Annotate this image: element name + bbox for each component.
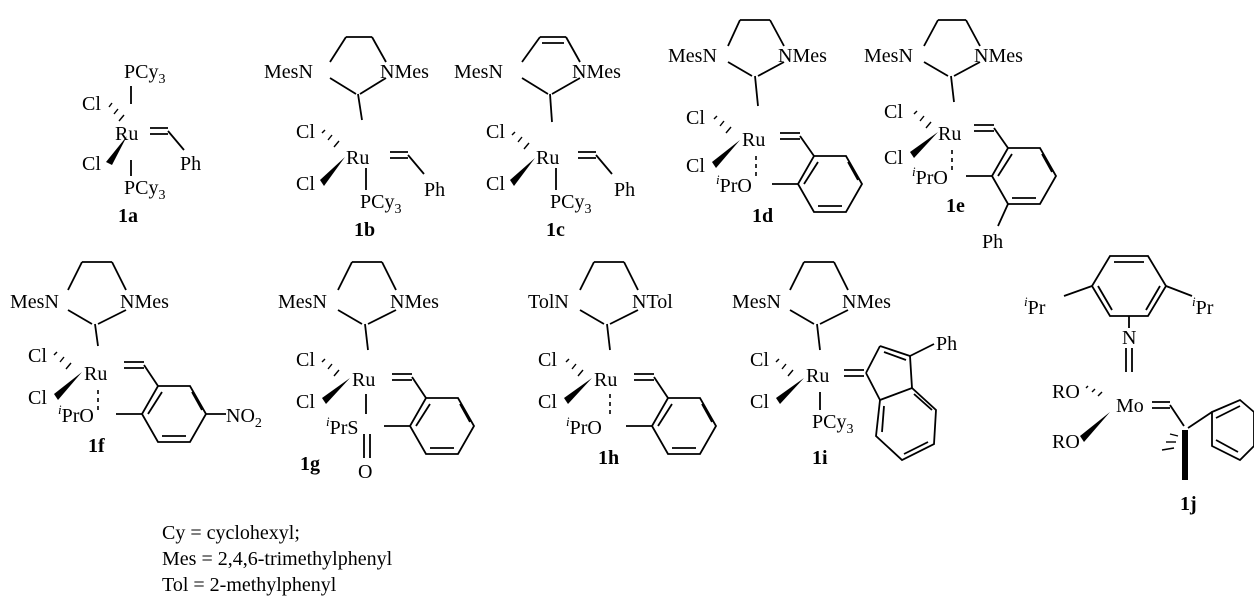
atom-ph: Ph (424, 179, 445, 201)
compound-1i: MesN NMes Cl Ru Cl PCy3 Ph 1i (732, 261, 957, 469)
atom-ipro: iPrO (58, 402, 94, 427)
atom-nmes: NMes (120, 291, 169, 313)
atom-ipr-left: iPr (1024, 294, 1046, 319)
compound-1a: PCy3 Cl Ru Cl PCy3 Ph 1a (82, 61, 201, 227)
atom-ipro: iPrO (912, 164, 948, 189)
label-1c: 1c (546, 219, 565, 241)
atom-cl: Cl (296, 121, 315, 143)
atom-cl: Cl (750, 391, 769, 413)
compound-1e: MesN NMes Cl Ru Cl iPrO 1e Ph (864, 19, 1058, 253)
atom-cl: Cl (686, 155, 705, 177)
atom-cl: Cl (296, 349, 315, 371)
atom-cl: Cl (538, 349, 557, 371)
atom-toln: TolN (528, 291, 569, 313)
atom-ph: Ph (982, 231, 1003, 253)
atom-cl: Cl (28, 345, 47, 367)
atom-cl: Cl (82, 93, 101, 115)
legend-cy: Cy = cyclohexyl; (162, 522, 300, 544)
label-1j: 1j (1180, 493, 1197, 515)
atom-ipro: iPrO (566, 414, 602, 439)
label-1d: 1d (752, 205, 773, 227)
label-1b: 1b (354, 219, 375, 241)
label-1e: 1e (946, 195, 965, 217)
atom-pcy3: PCy3 (360, 191, 401, 217)
atom-ipro: iPrO (716, 172, 752, 197)
atom-mesn: MesN (264, 61, 313, 83)
abbreviation-legend: Cy = cyclohexyl; Mes = 2,4,6-trimethylph… (162, 520, 392, 598)
atom-mesn: MesN (732, 291, 781, 313)
atom-ru: Ru (115, 123, 138, 145)
atom-nmes: NMes (778, 45, 827, 67)
atom-mesn: MesN (278, 291, 327, 313)
atom-o: O (358, 461, 372, 483)
atom-mesn: MesN (864, 45, 913, 67)
atom-ph: Ph (180, 153, 201, 175)
atom-cl: Cl (750, 349, 769, 371)
compound-1g: MesN NMes Cl Ru Cl iPrS O 1g (278, 261, 476, 483)
atom-mesn: MesN (454, 61, 503, 83)
compound-1c: MesN NMes Cl Ru Cl PCy3 Ph 1c (454, 36, 635, 241)
atom-cl: Cl (686, 107, 705, 129)
atom-nmes: NMes (390, 291, 439, 313)
atom-pcy3-top: PCy3 (124, 61, 165, 87)
atom-nmes: NMes (974, 45, 1023, 67)
atom-cl: Cl (486, 121, 505, 143)
atom-nmes: NMes (842, 291, 891, 313)
atom-ru: Ru (806, 365, 829, 387)
atom-ru: Ru (84, 363, 107, 385)
compound-1d: MesN NMes Cl Ru Cl iPrO 1d (668, 19, 864, 227)
atom-ru: Ru (742, 129, 765, 151)
atom-ru: Ru (938, 123, 961, 145)
label-1i: 1i (812, 447, 828, 469)
atom-cl: Cl (28, 387, 47, 409)
atom-cl: Cl (296, 391, 315, 413)
atom-n: N (1122, 327, 1136, 349)
atom-ntol: NTol (632, 291, 673, 313)
atom-mo: Mo (1116, 395, 1144, 417)
atom-cl: Cl (486, 173, 505, 195)
atom-no2: NO2 (226, 405, 262, 431)
atom-cl: Cl (538, 391, 557, 413)
atom-pcy3: PCy3 (550, 191, 591, 217)
atom-ph: Ph (614, 179, 635, 201)
atom-mesn: MesN (668, 45, 717, 67)
compound-1j: iPr iPr N RO Mo RO 1j (1024, 255, 1254, 515)
atom-ro: RO (1052, 381, 1080, 403)
compound-1b: MesN NMes Cl Ru Cl PCy3 Ph 1b (264, 36, 445, 241)
compound-1h: TolN NTol Cl Ru Cl iPrO 1h (528, 261, 718, 469)
atom-nmes: NMes (380, 61, 429, 83)
atom-ru: Ru (536, 147, 559, 169)
label-1g: 1g (300, 453, 320, 475)
atom-cl: Cl (884, 101, 903, 123)
atom-cl: Cl (82, 153, 101, 175)
atom-cl: Cl (884, 147, 903, 169)
label-1h: 1h (598, 447, 619, 469)
atom-pcy3-bottom: PCy3 (124, 177, 165, 203)
atom-ru: Ru (594, 369, 617, 391)
atom-ipr-right: iPr (1192, 294, 1214, 319)
catalyst-scheme: PCy3 Cl Ru Cl PCy3 Ph 1a MesN NMes Cl Ru… (10, 19, 1254, 515)
label-1a: 1a (118, 205, 138, 227)
atom-iprs: iPrS (326, 414, 359, 439)
label-1f: 1f (88, 435, 105, 457)
legend-mes: Mes = 2,4,6-trimethylphenyl (162, 548, 393, 570)
atom-ru: Ru (346, 147, 369, 169)
atom-ru: Ru (352, 369, 375, 391)
atom-ph: Ph (936, 333, 957, 355)
compound-1f: MesN NMes Cl Ru Cl iPrO NO2 1f (10, 261, 262, 457)
legend-tol: Tol = 2-methylphenyl (162, 574, 337, 596)
atom-cl: Cl (296, 173, 315, 195)
atom-mesn: MesN (10, 291, 59, 313)
atom-ro: RO (1052, 431, 1080, 453)
atom-pcy3: PCy3 (812, 411, 853, 437)
atom-nmes: NMes (572, 61, 621, 83)
